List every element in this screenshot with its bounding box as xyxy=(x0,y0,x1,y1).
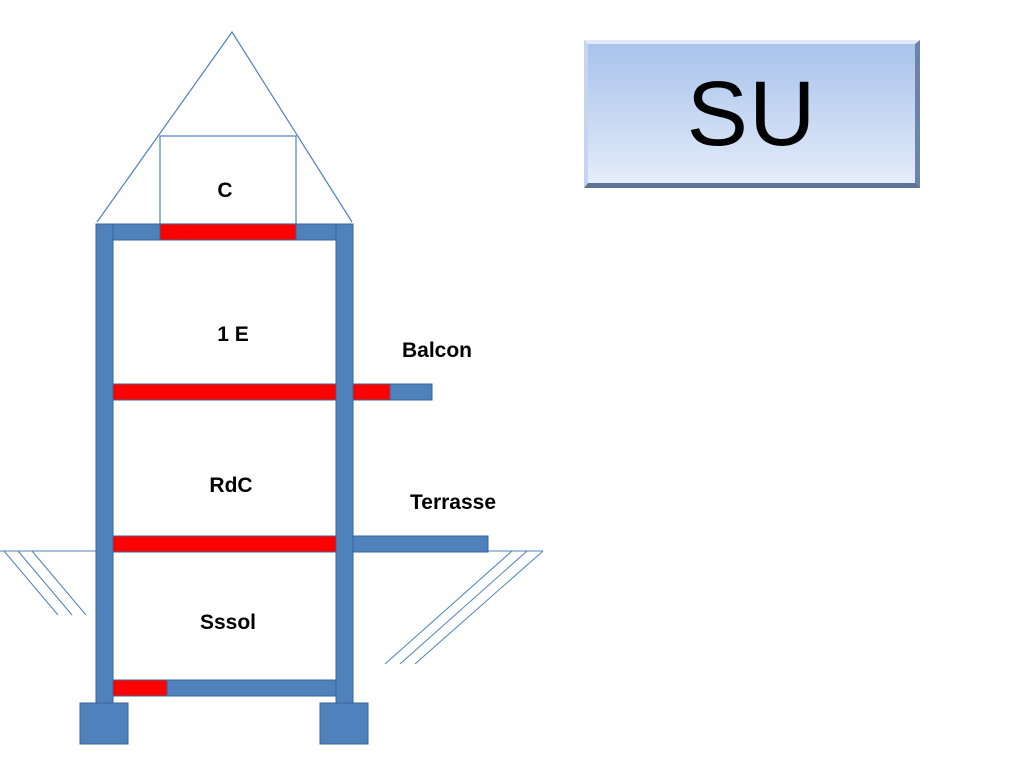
ground-floor-label: RdC xyxy=(209,474,252,497)
top-slab-highlight xyxy=(159,223,297,241)
basement-label: Sssol xyxy=(200,611,256,634)
right-wall xyxy=(335,223,354,707)
roof-outline xyxy=(96,30,353,223)
first-floor-slab-highlight xyxy=(112,383,337,401)
left-footing xyxy=(79,702,129,745)
first-floor-label: 1 E xyxy=(217,323,249,346)
ground-hatching-left xyxy=(3,550,87,616)
ground-hatching-right xyxy=(384,550,544,665)
balcony-label: Balcon xyxy=(402,339,472,362)
attic-label: C xyxy=(217,179,232,202)
left-wall xyxy=(95,223,114,707)
right-footing xyxy=(319,702,369,745)
ground-floor-slab-highlight xyxy=(112,535,337,553)
balcony-slab-highlight xyxy=(352,383,391,401)
basement-slab-highlight xyxy=(112,679,168,697)
terrace-label: Terrasse xyxy=(410,491,496,514)
su-badge-text: SU xyxy=(686,62,817,165)
su-badge: SU xyxy=(584,40,920,188)
terrace-slab xyxy=(352,535,489,553)
